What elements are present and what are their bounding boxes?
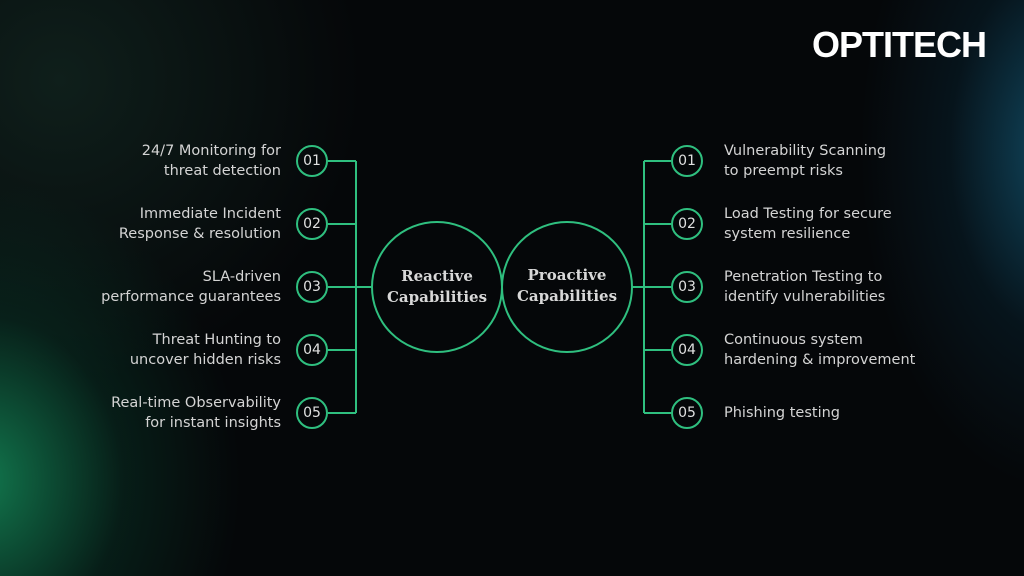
item-line: to preempt risks: [724, 163, 843, 179]
proactive-number-badge: 02: [671, 208, 703, 240]
item-line: Vulnerability Scanning: [724, 143, 887, 159]
reactive-number-badge: 03: [296, 271, 328, 303]
item-line: Continuous system: [724, 332, 863, 348]
reactive-number-badge: 05: [296, 397, 328, 429]
item-line: SLA-driven: [202, 269, 281, 285]
item-line: Threat Hunting to: [152, 332, 281, 348]
reactive-number-badge: 04: [296, 334, 328, 366]
item-line: Real-time Observability: [111, 395, 281, 411]
proactive-item: Phishing testing: [724, 403, 944, 423]
item-line: Load Testing for secure: [724, 206, 892, 222]
proactive-number-badge: 03: [671, 271, 703, 303]
item-line: Immediate Incident: [139, 206, 281, 222]
proactive-item: Continuous system hardening & improvement: [724, 330, 944, 370]
proactive-number-badge: 04: [671, 334, 703, 366]
item-line: performance guarantees: [101, 289, 281, 305]
reactive-item: Threat Hunting to uncover hidden risks: [61, 330, 281, 370]
item-line: Penetration Testing to: [724, 269, 883, 285]
reactive-number-badge: 01: [296, 145, 328, 177]
item-line: identify vulnerabilities: [724, 289, 886, 305]
proactive-item: Load Testing for secure system resilience: [724, 204, 944, 244]
item-line: threat detection: [163, 163, 281, 179]
reactive-item: Real-time Observability for instant insig…: [61, 393, 281, 433]
hub-title-line: Proactive: [527, 266, 607, 284]
item-line: Phishing testing: [724, 405, 841, 421]
item-line: 24/7 Monitoring for: [141, 143, 281, 159]
item-line: hardening & improvement: [724, 352, 916, 368]
hub-title-line: Capabilities: [386, 288, 488, 306]
proactive-hub-title: Proactive Capabilities: [467, 265, 667, 307]
proactive-item: Vulnerability Scanning to preempt risks: [724, 141, 944, 181]
reactive-item: SLA-driven performance guarantees: [61, 267, 281, 307]
proactive-item: Penetration Testing to identify vulnerabi…: [724, 267, 944, 307]
item-line: for instant insights: [145, 415, 281, 431]
reactive-number-badge: 02: [296, 208, 328, 240]
reactive-item: 24/7 Monitoring for threat detection: [61, 141, 281, 181]
proactive-number-badge: 05: [671, 397, 703, 429]
optitech-logo: OPTITECH: [812, 24, 987, 65]
hub-title-line: Reactive: [401, 267, 473, 285]
reactive-hub-title: Reactive Capabilities: [337, 266, 537, 308]
hub-title-line: Capabilities: [516, 287, 618, 305]
proactive-number-badge: 01: [671, 145, 703, 177]
item-line: Response & resolution: [118, 226, 281, 242]
item-line: uncover hidden risks: [129, 352, 281, 368]
item-line: system resilience: [724, 226, 851, 242]
